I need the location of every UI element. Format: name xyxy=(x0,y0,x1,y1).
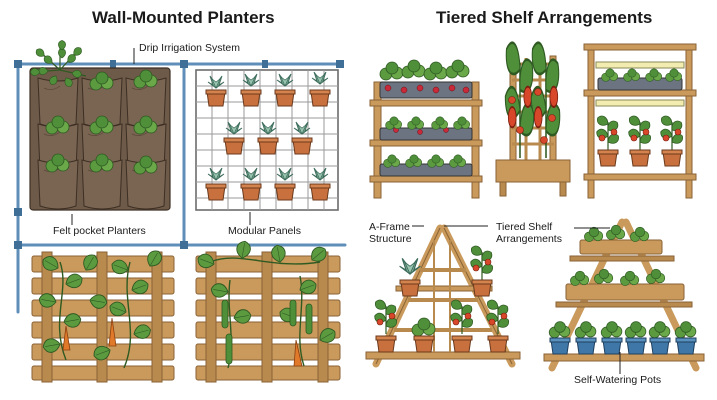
a-frame-label-line1: A-Frame xyxy=(367,221,412,233)
felt-pocket-planter xyxy=(29,40,171,211)
tiered-shelf-title: Tiered Shelf Arrangements xyxy=(436,8,653,27)
pallet-planter-left xyxy=(31,247,175,383)
modular-panel-grid xyxy=(195,69,339,211)
a-frame-structure xyxy=(365,224,521,368)
modular-panels-label: Modular Panels xyxy=(226,225,303,237)
grow-light-shelf xyxy=(583,43,697,199)
tiered-self-watering-stand xyxy=(543,218,705,372)
drip-irrigation-label: Drip Irrigation System xyxy=(137,42,242,54)
wall-mounted-title: Wall-Mounted Planters xyxy=(92,8,275,27)
wooden-shelf-left xyxy=(369,59,483,199)
self-watering-label: Self-Watering Pots xyxy=(572,374,664,386)
tiered-shelf-label-line1: Tiered Shelf xyxy=(494,221,555,233)
felt-pocket-label: Felt pocket Planters xyxy=(51,225,148,237)
pallet-planter-right xyxy=(195,239,341,383)
trellis-planter xyxy=(495,36,571,197)
tiered-shelf-label-line2: Arrangements xyxy=(494,233,564,245)
a-frame-label-line2: Structure xyxy=(367,233,414,245)
